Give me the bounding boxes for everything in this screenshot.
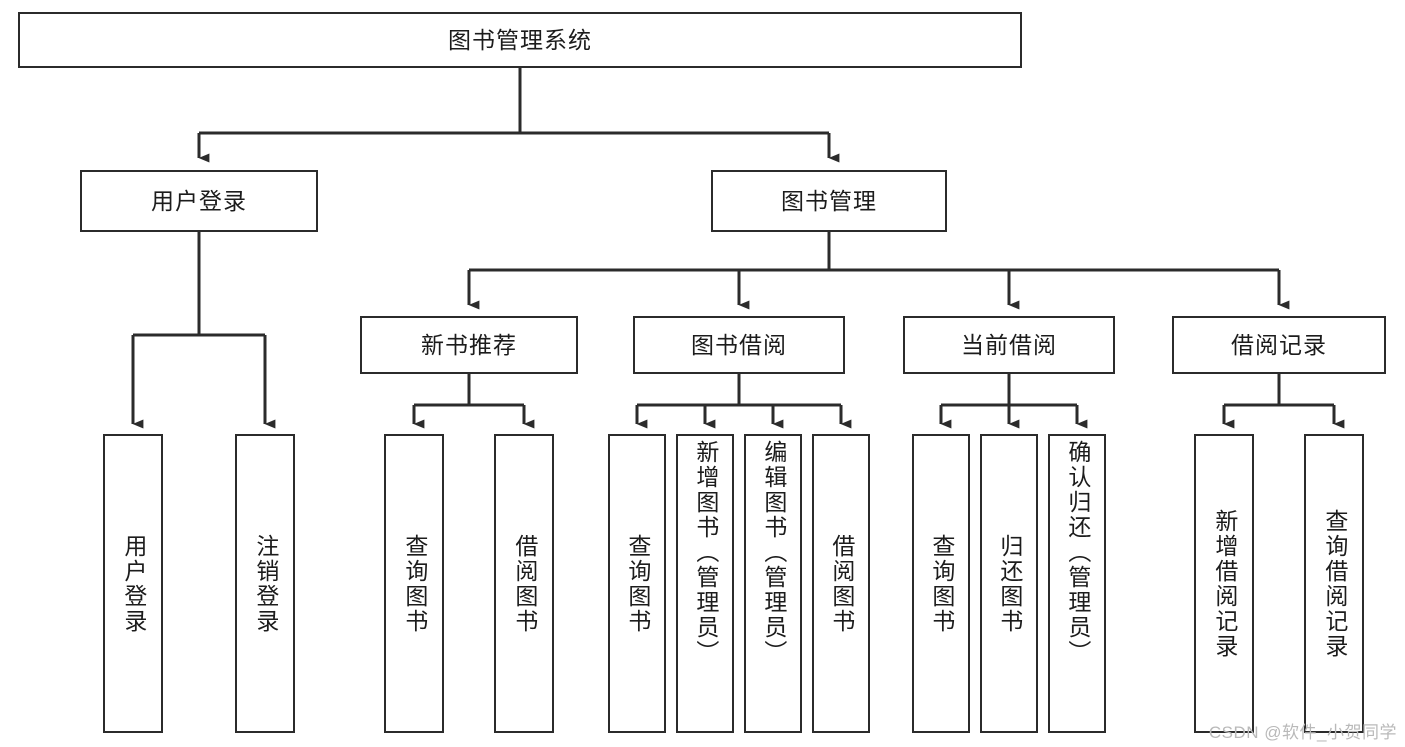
leaf-current-borrow-confirm-label: 确认归还（管理员） xyxy=(1064,440,1091,665)
leaf-new-book-borrow[interactable]: 借阅图书 xyxy=(494,434,554,733)
node-root-label: 图书管理系统 xyxy=(448,26,592,53)
leaf-borrow-record-query[interactable]: 查询借阅记录 xyxy=(1304,434,1364,733)
node-book-borrow[interactable]: 图书借阅 xyxy=(633,316,845,374)
node-book-borrow-label: 图书借阅 xyxy=(691,331,787,358)
leaf-current-borrow-confirm[interactable]: 确认归还（管理员） xyxy=(1048,434,1106,733)
leaf-book-borrow-borrow-label: 借阅图书 xyxy=(828,533,855,634)
leaf-book-borrow-add[interactable]: 新增图书（管理员） xyxy=(676,434,734,733)
leaf-book-borrow-edit-label: 编辑图书（管理员） xyxy=(760,440,787,665)
node-current-borrow-label: 当前借阅 xyxy=(961,331,1057,358)
leaf-user-login-login[interactable]: 用户登录 xyxy=(103,434,163,733)
node-root[interactable]: 图书管理系统 xyxy=(18,12,1022,68)
csdn-watermark: CSDN @软件_小贺同学 xyxy=(1208,723,1397,742)
leaf-borrow-record-query-label: 查询借阅记录 xyxy=(1321,508,1348,659)
node-new-book-recommend-label: 新书推荐 xyxy=(421,331,517,358)
leaf-book-borrow-borrow[interactable]: 借阅图书 xyxy=(812,434,870,733)
leaf-new-book-borrow-label: 借阅图书 xyxy=(511,533,538,634)
leaf-user-login-logout[interactable]: 注销登录 xyxy=(235,434,295,733)
node-current-borrow[interactable]: 当前借阅 xyxy=(903,316,1115,374)
leaf-current-borrow-return[interactable]: 归还图书 xyxy=(980,434,1038,733)
leaf-borrow-record-add[interactable]: 新增借阅记录 xyxy=(1194,434,1254,733)
leaf-borrow-record-add-label: 新增借阅记录 xyxy=(1211,508,1238,659)
node-borrow-record[interactable]: 借阅记录 xyxy=(1172,316,1386,374)
leaf-user-login-login-label: 用户登录 xyxy=(120,533,147,634)
node-new-book-recommend[interactable]: 新书推荐 xyxy=(360,316,578,374)
leaf-new-book-query-label: 查询图书 xyxy=(401,533,428,634)
leaf-current-borrow-query-label: 查询图书 xyxy=(928,533,955,634)
node-book-management-label: 图书管理 xyxy=(781,187,877,214)
leaf-user-login-logout-label: 注销登录 xyxy=(252,533,279,634)
node-borrow-record-label: 借阅记录 xyxy=(1231,331,1327,358)
leaf-new-book-query[interactable]: 查询图书 xyxy=(384,434,444,733)
leaf-current-borrow-return-label: 归还图书 xyxy=(996,533,1023,634)
node-user-login-label: 用户登录 xyxy=(151,187,247,214)
node-book-management[interactable]: 图书管理 xyxy=(711,170,947,232)
leaf-book-borrow-edit[interactable]: 编辑图书（管理员） xyxy=(744,434,802,733)
leaf-book-borrow-query-label: 查询图书 xyxy=(624,533,651,634)
node-user-login[interactable]: 用户登录 xyxy=(80,170,318,232)
leaf-book-borrow-add-label: 新增图书（管理员） xyxy=(692,440,719,665)
leaf-current-borrow-query[interactable]: 查询图书 xyxy=(912,434,970,733)
leaf-book-borrow-query[interactable]: 查询图书 xyxy=(608,434,666,733)
